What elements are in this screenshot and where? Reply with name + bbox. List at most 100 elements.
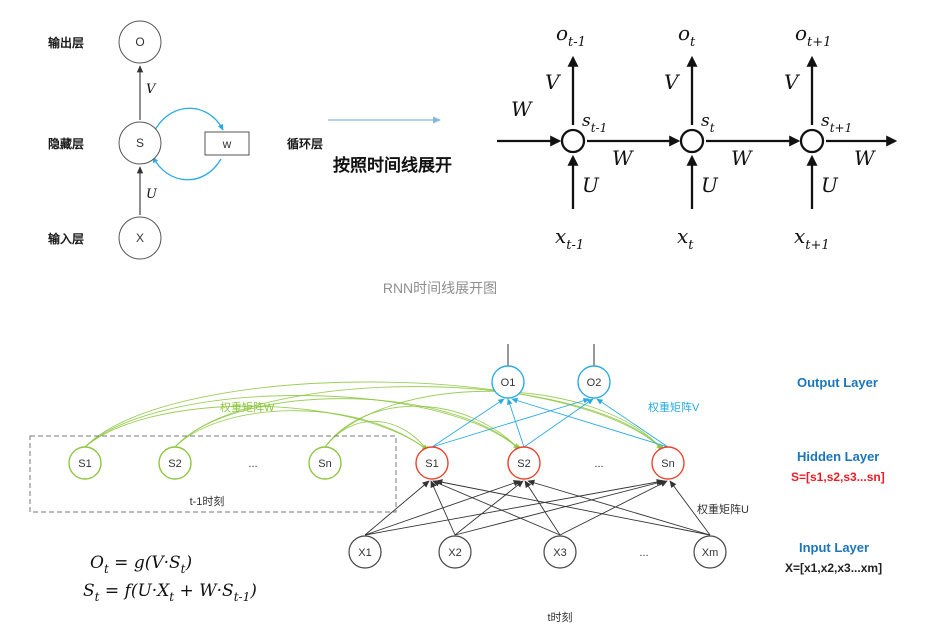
u-connection: [435, 479, 711, 536]
output-node-o1: [491, 365, 525, 399]
w-connection: [324, 420, 430, 453]
output-symbol: ot-1: [556, 21, 586, 50]
input-symbol: xt-1: [555, 224, 584, 253]
input-node-x3-label: X3: [553, 547, 566, 559]
u-label: U: [582, 173, 600, 197]
input-layer-label: 输入层: [48, 231, 84, 246]
v-connection: [523, 398, 594, 448]
s-subscript: t: [710, 121, 715, 135]
w-connection: [84, 395, 520, 450]
hidden-node-s1: [415, 446, 449, 480]
state-circle: [799, 128, 825, 154]
f2-mid2-sub: t-1: [234, 590, 251, 604]
u-connection: [432, 480, 561, 536]
prev-node-s2: [158, 446, 192, 480]
unfolded-unit-1: ot V st U xt: [664, 21, 719, 253]
prev-time-box: [29, 435, 397, 513]
x-letter: x: [555, 224, 566, 248]
input-node-xm-label: Xm: [702, 547, 719, 559]
hidden-layer-label: 隐藏层: [48, 136, 84, 151]
state-symbol: st+1: [821, 111, 852, 135]
w-connection: [174, 410, 429, 452]
prev-node-sn-label: Sn: [318, 458, 331, 470]
w-label-1: W: [731, 146, 753, 170]
node-x-label: X: [136, 231, 144, 245]
weight-matrix-v-label: 权重矩阵V: [648, 400, 700, 414]
input-node-xm: [693, 535, 727, 569]
node-s-label: S: [136, 136, 144, 150]
s-subscript: t-1: [591, 121, 608, 135]
input-vector-label: X=[x1,x2,x3...xm]: [785, 561, 882, 575]
unfold-transition: 按照时间线展开: [328, 116, 452, 175]
u-label: U: [701, 173, 719, 197]
u-connection: [454, 479, 666, 536]
prev-node-sn: [308, 446, 342, 480]
w-label-2: W: [854, 146, 876, 170]
v-connection: [507, 398, 525, 448]
state-symbol: st-1: [582, 111, 607, 135]
figure-caption: RNN时间线展开图: [383, 280, 497, 296]
hidden-layer-en-label: Hidden Layer: [797, 449, 879, 464]
recurrent-layer-label: 循环层: [287, 136, 323, 151]
w-connection: [84, 405, 429, 451]
unfold-caption: 按照时间线展开: [333, 155, 452, 175]
output-node-o2: [577, 365, 611, 399]
node-o-label: O: [135, 35, 144, 49]
hidden-ellipsis: ...: [594, 458, 603, 470]
output-layer-label: 输出层: [48, 35, 84, 50]
node-o-circle: [118, 20, 162, 64]
f2-lhs-sub: t: [95, 590, 100, 604]
formula-state: St = f(U·Xt + W·St-1): [83, 581, 257, 604]
v-label: V: [545, 70, 562, 94]
u-connection: [669, 480, 711, 536]
w-label-0: W: [612, 146, 634, 170]
u-connection: [364, 478, 664, 536]
input-node-x3: [543, 535, 577, 569]
node-x-circle: [118, 216, 162, 260]
x-subscript: t-1: [566, 238, 584, 253]
f1-mid-sub: t: [181, 562, 186, 576]
o-letter: o: [795, 21, 807, 45]
output-layer-en-label: Output Layer: [797, 375, 878, 390]
w-connection: [174, 386, 664, 451]
f2-mid-sub: t: [169, 590, 174, 604]
f2-end: ): [249, 581, 257, 601]
s-letter: s: [821, 111, 830, 131]
hidden-node-sn: [651, 446, 685, 480]
hidden-node-s2: [507, 446, 541, 480]
input-hidden-connections: [364, 478, 711, 536]
v-connection: [431, 397, 590, 448]
hidden-node-s1-label: S1: [425, 458, 438, 470]
u-connection: [454, 480, 524, 536]
prev-node-s2-label: S2: [168, 458, 181, 470]
f2-mid2: + W·S: [174, 581, 234, 601]
input-node-x1: [348, 535, 382, 569]
u-connection: [364, 480, 430, 536]
edge-u-label: U: [146, 187, 158, 202]
state-circle: [560, 128, 586, 154]
w-connection: [324, 390, 665, 452]
weight-w-box: [204, 131, 250, 156]
weight-matrix-w-label: 权重矩阵W: [220, 400, 275, 414]
v-connection: [431, 398, 505, 448]
hidden-node-s2-label: S2: [517, 458, 530, 470]
weight-matrix-u-label: 权重矩阵U: [697, 502, 749, 516]
x-subscript: t+1: [805, 238, 829, 253]
u-connection: [559, 480, 668, 536]
input-layer-en-label: Input Layer: [799, 540, 869, 555]
output-node-o2-label: O2: [587, 377, 602, 389]
prev-node-s1: [68, 446, 102, 480]
weight-w-box-label: w: [222, 137, 232, 151]
f1-end: ): [185, 553, 193, 573]
prev-node-s1-label: S1: [78, 458, 91, 470]
u-connection: [524, 480, 561, 536]
f1-mid: = g(V·S: [109, 553, 181, 573]
unfolded-unit-2: ot+1 V st+1 U xt+1: [784, 21, 852, 253]
hidden-node-sn-label: Sn: [661, 458, 674, 470]
prev-ellipsis: ...: [248, 458, 257, 470]
state-circle: [679, 128, 705, 154]
o-subscript: t+1: [807, 35, 831, 50]
w-connection: [84, 381, 663, 450]
output-symbol: ot+1: [795, 21, 831, 50]
